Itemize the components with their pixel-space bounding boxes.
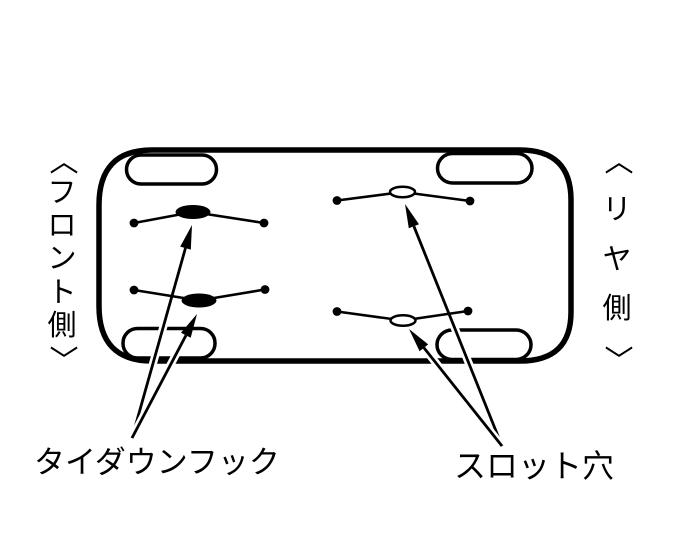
vertical-char: リ	[602, 193, 632, 226]
wheel-rear-right	[435, 328, 533, 362]
tiedown-hook-front-upper	[129, 205, 269, 228]
angle-bracket-glyph: 〉	[601, 344, 634, 375]
wheel-front-right	[121, 326, 217, 360]
front-side-label: 〈フロント側〉	[44, 145, 80, 375]
arrowhead-icon	[180, 225, 192, 250]
arrowhead-icon	[181, 314, 197, 338]
vertical-char: ヤ	[602, 243, 632, 276]
tiedown-arrow-upper	[128, 225, 192, 440]
vertical-char: ト	[47, 276, 77, 309]
slot-hole-label: スロット穴	[454, 448, 615, 484]
slot-hole-rear-lower	[332, 306, 473, 327]
slot-arrow-lower	[409, 329, 506, 449]
vehicle-body-outline	[96, 147, 574, 364]
vertical-char: 側	[602, 293, 632, 326]
tiedown-hook-label: タイダウンフック	[34, 445, 280, 480]
slot-hole-icon	[388, 185, 417, 199]
vertical-char: フ	[47, 177, 77, 210]
tiedown-hook-front-lower	[129, 285, 270, 308]
arrowhead-icon	[409, 329, 429, 352]
angle-bracket-glyph: 〈	[601, 145, 634, 176]
angle-bracket-glyph: 〈	[46, 145, 79, 176]
vertical-char: ロ	[47, 210, 77, 243]
tiedown-hook-icon	[175, 205, 211, 219]
slot-hole-rear-upper	[332, 185, 475, 206]
vertical-char: 側	[47, 309, 77, 342]
wheel-rear-left	[435, 151, 534, 185]
slot-hole-icon	[389, 314, 417, 327]
tiedown-hook-icon	[181, 293, 217, 308]
angle-bracket-glyph: 〉	[46, 344, 79, 374]
vertical-char: ン	[47, 243, 77, 276]
tiedown-arrow-lower	[128, 314, 197, 440]
arrowhead-icon	[405, 204, 419, 229]
wheel-front-left	[124, 153, 219, 186]
slot-arrow-upper	[405, 204, 506, 448]
rear-side-label: 〈リヤ側〉	[599, 145, 635, 375]
